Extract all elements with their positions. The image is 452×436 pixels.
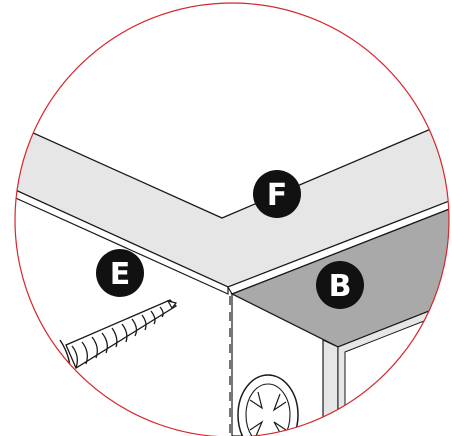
detail-circle-outline: [14, 2, 450, 436]
panel-f-right-edge: [227, 199, 449, 295]
label-b-text: B: [329, 269, 352, 304]
panel-f-top: [15, 116, 449, 288]
panel-right-lower-edge: [337, 301, 449, 436]
label-badge-f: F: [253, 170, 301, 218]
label-e-text: E: [110, 257, 131, 292]
label-badge-e: E: [96, 249, 144, 297]
panel-f-left-edge: [15, 182, 229, 295]
label-f-text: F: [267, 178, 288, 213]
panel-side-edge: [322, 339, 339, 436]
label-badge-b: B: [316, 261, 364, 309]
